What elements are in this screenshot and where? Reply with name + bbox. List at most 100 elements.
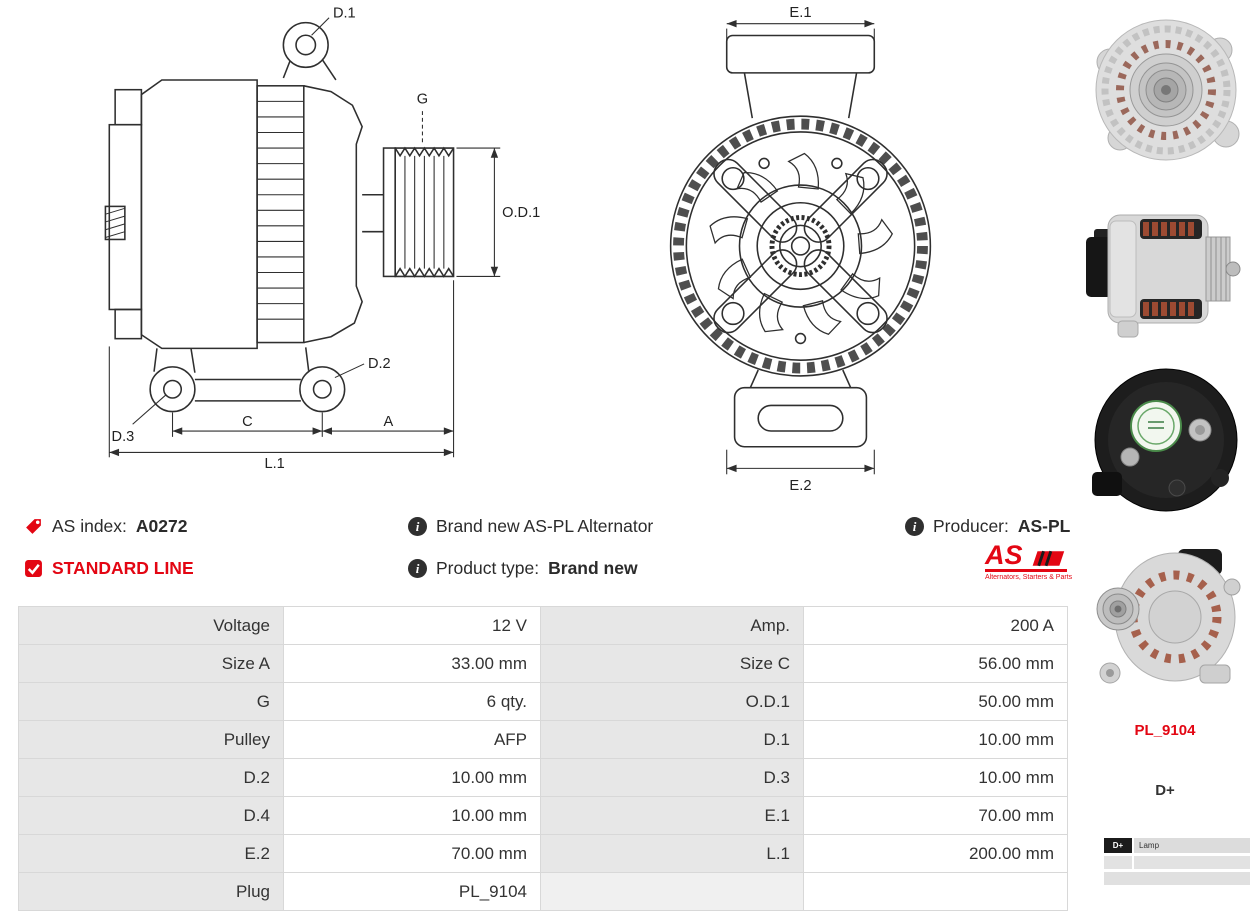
spec-label: Plug [18,872,284,911]
spec-value: 70.00 mm [803,796,1068,835]
housing-ring [669,115,932,377]
product-photo-2[interactable] [1080,185,1250,350]
product-type-value: Brand new [548,558,638,578]
fan-blades [706,152,896,340]
as-index-row: AS index: A0272 [24,516,187,537]
legend-value: Lamp [1134,838,1250,853]
spec-label: D.3 [540,758,804,797]
spec-label: Amp. [540,606,804,645]
dim-label-d1: D.1 [333,6,356,22]
producer-label: Producer: [933,516,1009,536]
spec-value: 10.00 mm [803,758,1068,797]
standard-line-label: STANDARD LINE [52,558,194,578]
bottom-mounting-ears [149,347,346,413]
logo-tagline: Alternators, Starters & Parts [985,574,1073,581]
producer-row: i Producer: AS-PL [905,516,1070,537]
alternator-side-photo [1086,214,1241,338]
spec-label: Size C [540,644,804,683]
spec-label: O.D.1 [540,682,804,721]
spec-label: E.2 [18,834,284,873]
dim-label-od1: O.D.1 [502,205,540,221]
stator-fins [256,85,305,344]
spec-label: Size A [18,644,284,683]
info-icon: i [408,559,427,578]
top-mounting-ear [282,21,337,81]
spec-label: Pulley [18,720,284,759]
top-bracket [725,34,876,119]
spec-value: 56.00 mm [803,644,1068,683]
pulley [382,146,455,278]
terminal-label: D+ [1155,782,1175,799]
dim-label-a: A [384,414,394,430]
alternator-rear-photo [1092,368,1238,512]
product-photo-3[interactable] [1080,360,1250,525]
product-type-label: Product type: [436,558,540,578]
spec-value: 70.00 mm [283,834,541,873]
logo-underline [985,569,1067,572]
logo-text: AS [985,540,1023,570]
spec-label [540,872,804,911]
legend-row [1104,872,1250,885]
info-icon: i [905,517,924,536]
legend-row: D+ Lamp [1104,838,1250,853]
producer-value: AS-PL [1017,516,1071,536]
logo-flag-icon [1032,550,1064,567]
mounting-arms [707,153,894,339]
product-photo-4[interactable] [1080,535,1250,700]
spec-value: 10.00 mm [283,796,541,835]
legend-key: D+ [1104,838,1132,853]
spec-value: 10.00 mm [803,720,1068,759]
spec-value: 12 V [283,606,541,645]
spec-label: D.2 [18,758,284,797]
spec-label: Voltage [18,606,284,645]
alternator-angle-photo [1096,549,1241,684]
legend-row [1104,856,1250,869]
spec-value: 200.00 mm [803,834,1068,873]
tag-icon [24,517,43,536]
pulley-center [738,184,863,308]
spec-label: D.1 [540,720,804,759]
spec-value: 10.00 mm [283,758,541,797]
product-type-row: i Product type: Brand new [408,558,638,579]
spec-value: PL_9104 [283,872,541,911]
dim-label-d2: D.2 [368,356,391,372]
terminal-legend: D+ Lamp [1104,838,1250,885]
spec-label: L.1 [540,834,804,873]
side-view-drawing: D.1 G O.D.1 D.2 D.3 C A L.1 [104,6,540,472]
front-view-drawing: E.1 E.2 [669,5,932,494]
dim-label-e2: E.2 [789,478,811,494]
info-icon: i [408,517,427,536]
spec-value [803,872,1068,911]
dim-label-d3: D.3 [112,429,135,445]
rear-housing [104,79,258,350]
checkbox-icon [24,559,43,578]
spec-value: 33.00 mm [283,644,541,683]
product-photo-1[interactable] [1080,10,1250,175]
spec-value: 6 qty. [283,682,541,721]
dim-label-l1: L.1 [264,456,284,472]
spec-label: E.1 [540,796,804,835]
as-index-value: A0272 [135,516,188,536]
front-bracket [303,85,363,344]
dim-label-e1: E.1 [789,5,811,21]
spec-value: AFP [283,720,541,759]
alternator-front-photo [1095,19,1240,161]
dim-label-g: G [417,91,428,107]
brand-new-row: i Brand new AS-PL Alternator [408,516,653,537]
standard-line-row: STANDARD LINE [24,558,194,579]
bottom-bracket [733,369,868,448]
plug-code: PL_9104 [1134,722,1196,739]
spec-value: 200 A [803,606,1068,645]
as-index-label: AS index: [52,516,127,536]
spec-value: 50.00 mm [803,682,1068,721]
